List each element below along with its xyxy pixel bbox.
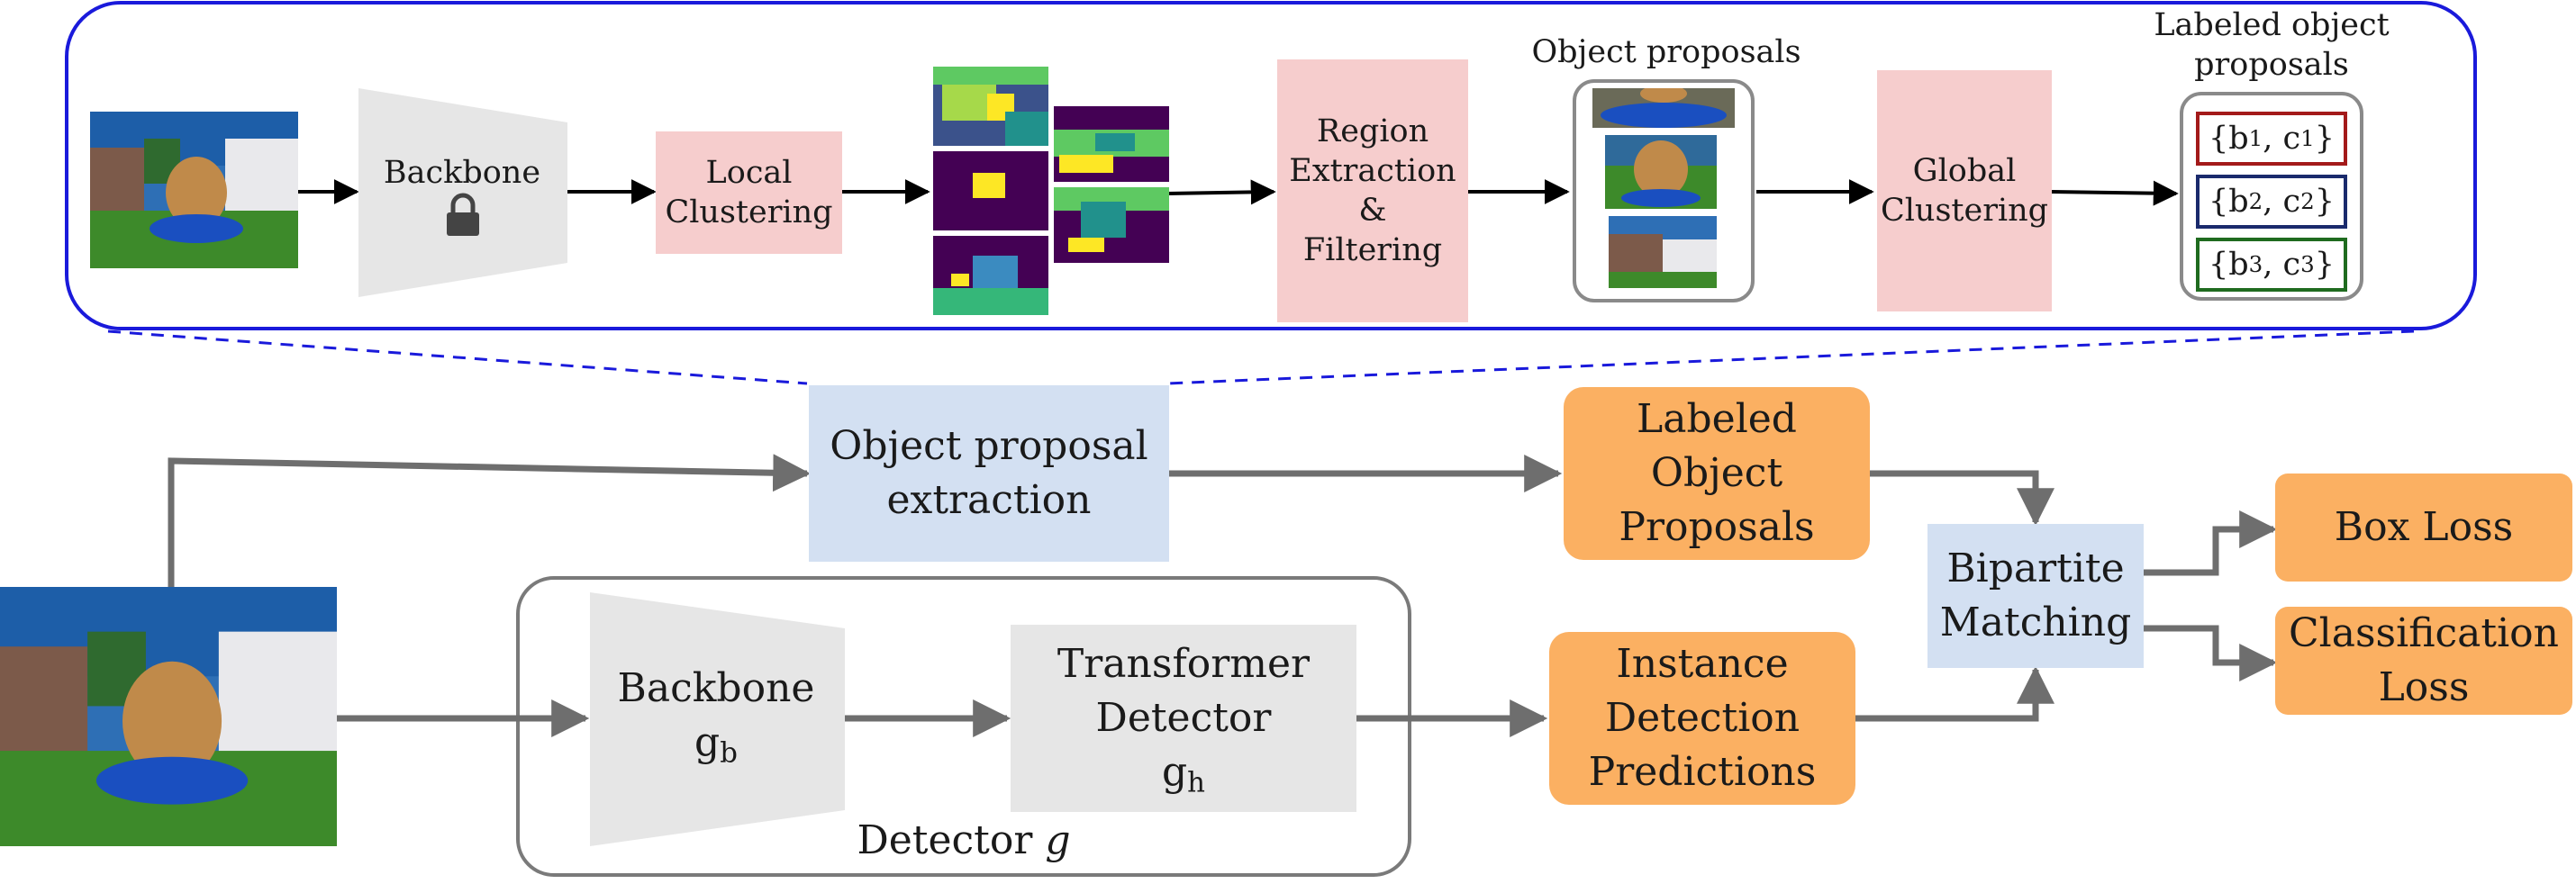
detector-frame [516, 576, 1411, 877]
object-proposal-extraction-box: Object proposal extraction [809, 385, 1169, 562]
arrow-predictions-to-matching [1855, 665, 2054, 722]
classification-loss-label: Classification Loss [2288, 610, 2559, 710]
object-proposal-extraction-label: Object proposal extraction [830, 423, 1148, 523]
arrow-maps-to-region [1166, 179, 1276, 205]
instance-detection-predictions-box: Instance Detection Predictions [1549, 632, 1855, 805]
transformer-detector-box: Transformer Detector gh [1011, 625, 1356, 812]
bipartite-matching-box: Bipartite Matching [1927, 524, 2144, 668]
detector-backbone-shape [590, 592, 845, 846]
labeled-object-proposals-box: Labeled Object Proposals [1564, 387, 1870, 560]
cluster-maps [933, 67, 1169, 315]
zoom-line-right [1166, 329, 2415, 385]
zoom-line-left [107, 329, 808, 385]
dog-photo [90, 112, 298, 268]
top-backbone-shape [358, 88, 567, 297]
region-extraction-label: Region Extraction & Filtering [1289, 113, 1456, 268]
proposal-crop [1609, 216, 1717, 288]
instance-detection-predictions-label: Instance Detection Predictions [1588, 641, 1817, 795]
object-proposals-caption: Object proposals [1531, 34, 1801, 70]
arrow-global-to-labeled [2051, 180, 2179, 206]
transformer-symbol: gh [1161, 749, 1205, 799]
local-clustering-label: Local Clustering [665, 155, 833, 230]
transformer-detector-label: Transformer Detector [1057, 641, 1311, 741]
detector-caption: Detector g [857, 817, 1071, 863]
arrow-matching-to-boxloss [2144, 510, 2278, 576]
dog-photo [0, 587, 337, 846]
bipartite-matching-label: Bipartite Matching [1939, 546, 2132, 645]
box-loss-label: Box Loss [2334, 504, 2514, 550]
arrow-matching-to-clsloss [2144, 625, 2278, 681]
region-extraction-box: Region Extraction & Filtering [1277, 59, 1468, 322]
labeled-proposals-container [2180, 92, 2363, 301]
detector-backbone-label: Backbone [617, 665, 815, 711]
lock-icon [443, 193, 483, 238]
global-clustering-label: Global Clustering [1880, 153, 2049, 229]
labeled-object-proposals-label: Labeled Object Proposals [1619, 396, 1815, 550]
proposal-crop [1592, 88, 1735, 128]
arrow-labeled-to-matching [1870, 470, 2054, 527]
top-pipeline-frame [65, 1, 2477, 330]
local-clustering-box: Local Clustering [656, 131, 842, 254]
input-image-small [90, 112, 298, 268]
arrow-image-to-extraction [168, 454, 812, 587]
labeled-proposals-caption: Labeled object proposals [2154, 7, 2390, 83]
input-image-large [0, 587, 337, 846]
classification-loss-box: Classification Loss [2275, 607, 2572, 715]
proposal-crop [1605, 135, 1717, 209]
global-clustering-box: Global Clustering [1877, 70, 2052, 311]
detector-backbone-symbol: gb [694, 719, 738, 770]
top-backbone-label: Backbone [383, 155, 541, 191]
cluster-map [933, 67, 1169, 315]
box-loss-box: Box Loss [2275, 474, 2572, 582]
